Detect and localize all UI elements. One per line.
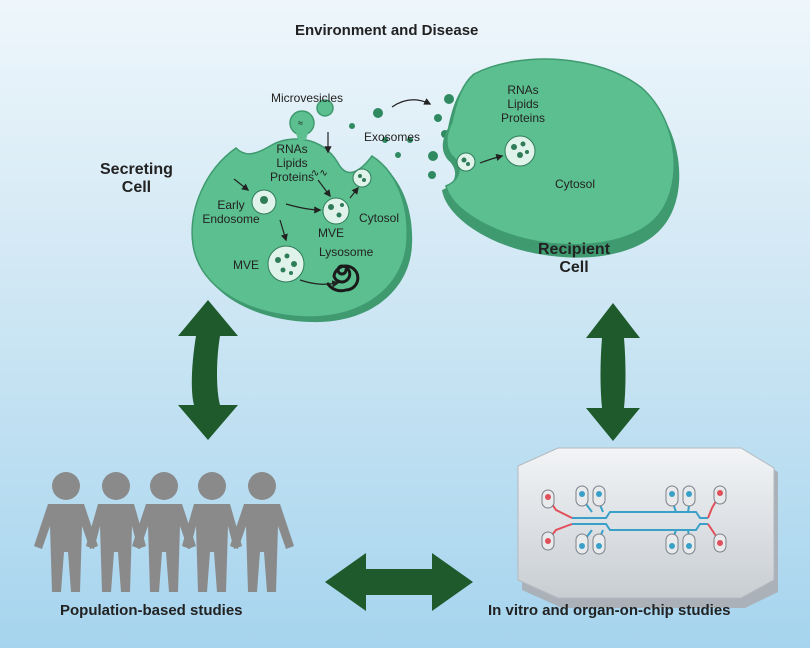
cargo-rnas: RNAs	[276, 142, 308, 156]
cargo-lipids: Lipids	[276, 155, 308, 170]
person-icon	[34, 472, 98, 592]
lysosome-spiral-icon	[326, 264, 360, 293]
mve-label-b: MVE	[233, 258, 260, 272]
recipient-cell-label: Recipient Cell	[538, 241, 610, 278]
in-vitro-studies-label: In vitro and organ-on-chip studies	[488, 602, 731, 619]
recipient-cell-label-line1: Recipient	[538, 241, 611, 258]
double-arrow-icon	[178, 300, 238, 440]
person-icon	[230, 472, 294, 592]
secreting-cell-label: Secreting Cell	[100, 161, 173, 198]
secreting-cell-body	[191, 138, 408, 318]
cargo-proteins: Proteins	[500, 110, 546, 125]
cargo-rnas: RNAs	[507, 83, 539, 97]
mve-structure-b	[267, 245, 305, 283]
recipient-cell	[442, 58, 680, 258]
early-endosome-line2: Endosome	[202, 211, 260, 226]
cargo-lipids: Lipids	[507, 96, 539, 111]
microvesicles-label: Microvesicles	[271, 91, 344, 105]
organ-chip-icon	[517, 447, 778, 608]
person-icon	[132, 472, 196, 592]
cargo-proteins: Proteins	[269, 169, 315, 184]
early-endosome-structure	[251, 189, 277, 215]
secreting-cytosol-label: Cytosol	[359, 211, 400, 225]
secreting-cell-label-line2: Cell	[121, 179, 152, 197]
double-arrow-icon	[586, 303, 640, 441]
secreting-cell-label-line1: Secreting	[100, 161, 173, 178]
early-endosome-label: Early Endosome	[197, 198, 265, 227]
released-vesicles	[349, 94, 454, 179]
exocytosis-vesicle	[352, 168, 372, 188]
mve-label-a: MVE	[318, 226, 345, 240]
secreting-cargo-list: RNAs Lipids Proteins	[262, 142, 322, 184]
lysosome-label: Lysosome	[319, 245, 374, 259]
recipient-cytosol-label: Cytosol	[555, 177, 596, 191]
recipient-cell-label-line2: Cell	[559, 259, 589, 277]
mve-structure-a	[322, 197, 350, 225]
svg-text:≈: ≈	[298, 118, 303, 128]
population-group	[34, 472, 294, 592]
microvesicle-free	[316, 99, 334, 117]
double-arrow-icon	[325, 553, 473, 611]
svg-text:∿∿: ∿∿	[311, 168, 328, 179]
exosomes-label: Exosomes	[364, 130, 421, 144]
person-icon	[86, 472, 146, 592]
population-studies-label: Population-based studies	[60, 602, 243, 619]
early-endosome-line1: Early	[217, 198, 245, 212]
diagram-title: Environment and Disease	[295, 22, 479, 39]
person-icon	[182, 472, 242, 592]
recipient-cell-body	[445, 58, 675, 246]
recipient-cargo-list: RNAs Lipids Proteins	[493, 83, 553, 125]
